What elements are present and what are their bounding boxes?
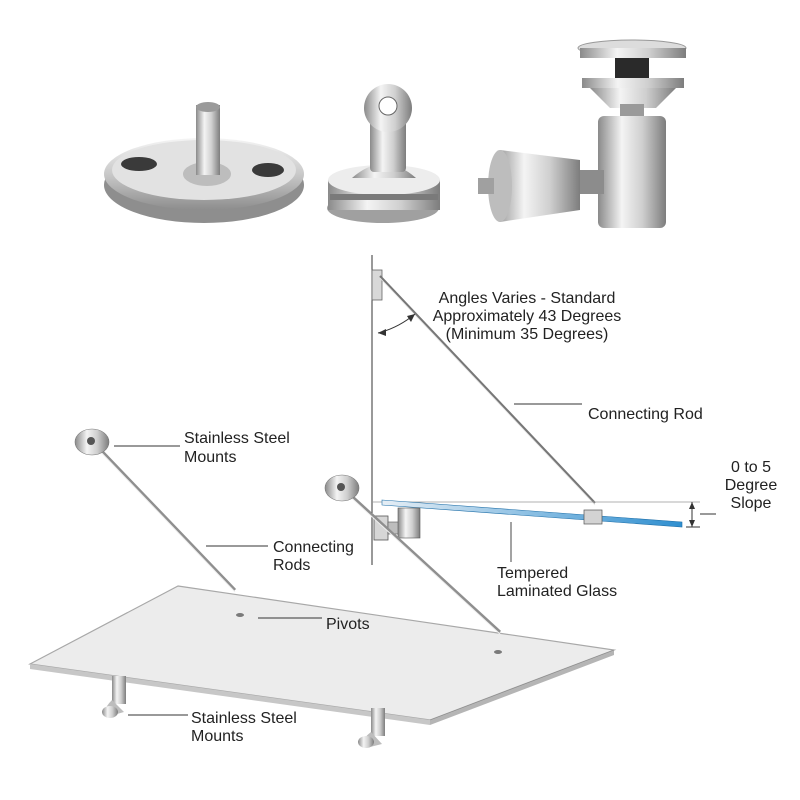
pivots-label: Pivots	[326, 616, 370, 633]
mounts-top-label-line2: Mounts	[184, 449, 236, 466]
rods-label-line2: Rods	[273, 557, 310, 574]
adjustable-glass-clamp-fitting-icon	[478, 39, 687, 228]
glass-label-line2: Laminated Glass	[497, 583, 617, 600]
slope-label-line1: 0 to 5	[731, 459, 771, 476]
pivot-clevis-fitting-icon	[327, 84, 440, 223]
glass-label-line1: Tempered	[497, 565, 568, 582]
slope-label-line2: Degree	[725, 477, 778, 494]
mounts-bottom-label-line2: Mounts	[191, 728, 243, 745]
slope-label-line3: Slope	[731, 495, 772, 512]
mounts-bottom-label-line1: Stainless Steel	[191, 710, 297, 727]
awning-perspective-view	[28, 428, 617, 748]
angle-label-line2: Approximately 43 Degrees	[433, 308, 622, 325]
rods-label-line1: Connecting	[273, 539, 354, 556]
angle-label-line3: (Minimum 35 Degrees)	[446, 326, 609, 343]
angle-label-line1: Angles Varies - Standard	[439, 290, 616, 307]
leader-lines	[114, 403, 582, 716]
mounts-top-label-line1: Stainless Steel	[184, 430, 290, 447]
connecting-rod-label: Connecting Rod	[588, 406, 703, 423]
round-wall-plate-fitting-icon	[104, 102, 304, 223]
